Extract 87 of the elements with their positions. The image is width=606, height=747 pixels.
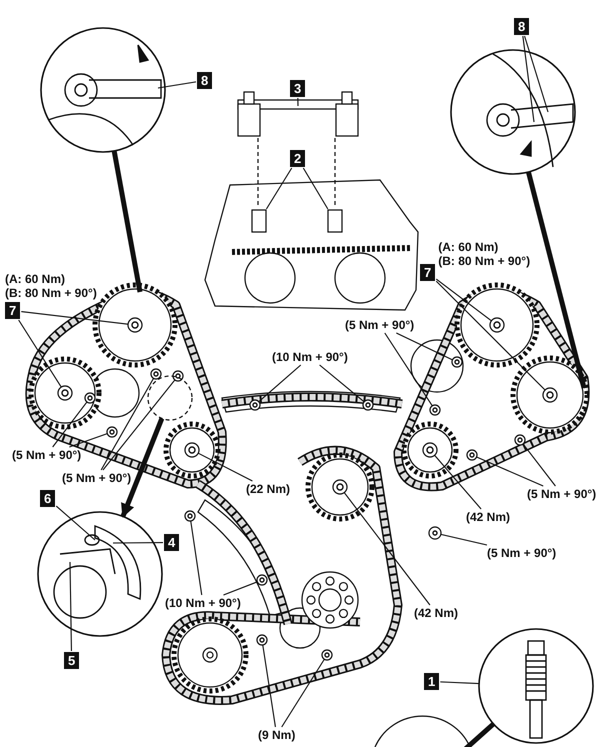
callout-number: 6 (40, 490, 56, 507)
sprocket-hub (542, 387, 558, 403)
leader-line (440, 534, 488, 546)
torque-label: (42 Nm) (466, 510, 510, 524)
leader-line (524, 36, 549, 112)
locating-block (251, 209, 267, 233)
torque-label: (5 Nm + 90°) (345, 318, 414, 332)
bolt-head (256, 574, 268, 586)
leader-line (113, 542, 163, 544)
bolt-head (172, 370, 184, 382)
callout-number: 8 (197, 72, 212, 89)
leader-line (434, 454, 482, 510)
bolt-head (428, 526, 442, 540)
bolt-head (451, 356, 463, 368)
leader-line (436, 278, 492, 322)
leader-line (266, 168, 292, 210)
torque-label: (42 Nm) (414, 606, 458, 620)
bolt-head (429, 404, 441, 416)
bolt-head (84, 392, 96, 404)
torque-label: (10 Nm + 90°) (272, 350, 348, 364)
sprocket-hub (422, 442, 438, 458)
detail-inset-drawing (450, 49, 576, 175)
leader-line (56, 506, 96, 540)
torque-spec: (B: 80 Nm + 90°) (438, 254, 530, 268)
callout-number: 3 (290, 80, 306, 97)
bolt-head (106, 426, 118, 438)
callout-number: 8 (514, 18, 530, 35)
bolt-head (150, 368, 162, 380)
leader-line (21, 310, 128, 325)
callout-number: 2 (290, 150, 306, 167)
leader-line (102, 380, 176, 470)
leader-line (344, 492, 430, 606)
bolt-head (321, 649, 333, 661)
torque-spec: (A: 60 Nm) (5, 272, 66, 286)
leader-line (158, 81, 196, 89)
leader-line (440, 681, 480, 684)
leader-line (18, 320, 62, 388)
sprocket-hub (332, 479, 348, 495)
torque-label: (5 Nm + 90°) (62, 471, 132, 485)
bolt-head (256, 634, 268, 646)
torque-label: (5 Nm + 90°) (12, 448, 82, 462)
detail-inset-drawing (478, 628, 594, 744)
leader-line (69, 562, 72, 651)
leader-line (100, 378, 154, 470)
torque-spec: (B: 80 Nm + 90°) (5, 286, 97, 300)
leader-line (52, 402, 88, 448)
detail-inset-drawing (40, 27, 166, 153)
callout-number: 4 (164, 534, 180, 551)
torque-label: (5 Nm + 90°) (487, 546, 556, 560)
locating-block (327, 209, 343, 233)
sprocket-hub (489, 317, 505, 333)
leader-line (436, 280, 546, 390)
leader-line (302, 168, 328, 210)
torque-label: (22 Nm) (246, 482, 290, 496)
leader-line (476, 456, 544, 486)
sprocket-hub (127, 317, 143, 333)
leader-line (319, 364, 364, 402)
callout-number: 7 (420, 264, 436, 281)
callout-number: 5 (64, 652, 80, 669)
bolt-head (514, 434, 526, 446)
leader-line (384, 332, 433, 406)
sprocket-hub (184, 442, 200, 458)
bolt-head (184, 510, 196, 522)
detail-inset-drawing (37, 511, 163, 637)
leader-line (262, 644, 276, 728)
leader-line (223, 581, 258, 596)
leader-line (297, 98, 299, 106)
pointer-line (120, 418, 164, 518)
callout-number: 1 (424, 673, 440, 690)
torque-label: (5 Nm + 90°) (527, 487, 596, 501)
torque-spec: (A: 60 Nm) (438, 240, 500, 254)
leader-line (396, 332, 453, 360)
leader-line (198, 452, 253, 482)
leader-line (190, 520, 202, 596)
detail-marker-circle (147, 375, 193, 421)
callout-number: 7 (5, 302, 20, 319)
leader-line (281, 658, 325, 728)
torque-label: (10 Nm + 90°) (165, 596, 241, 610)
bolt-head (466, 449, 478, 461)
leader-line (69, 433, 108, 448)
bolt-head (249, 399, 261, 411)
leader-line (522, 36, 535, 122)
torque-label: (9 Nm) (258, 728, 296, 742)
sprocket-hub (57, 385, 73, 401)
leader-line (522, 444, 556, 486)
bolt-head (362, 399, 374, 411)
leader-line (258, 364, 302, 402)
